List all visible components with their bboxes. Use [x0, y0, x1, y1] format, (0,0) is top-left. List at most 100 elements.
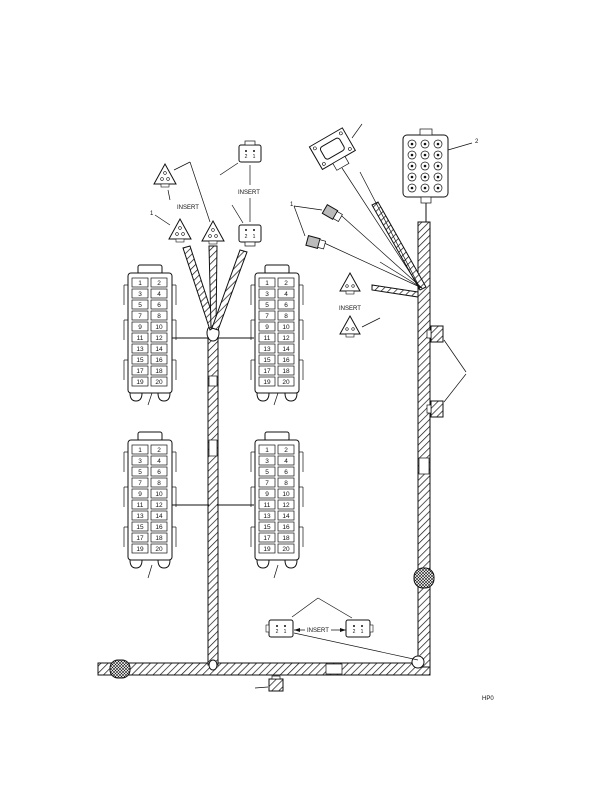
pin-label: 8 [157, 313, 161, 320]
pin-label: 7 [138, 480, 142, 487]
pin-label: 19 [263, 379, 271, 386]
square-connector: 2 1 [238, 224, 262, 247]
triangle-connector [153, 162, 177, 188]
square-connector: 2 1 [265, 619, 294, 638]
pin-label: 18 [155, 368, 163, 375]
pin-label: 5 [138, 302, 142, 309]
pin-label: 9 [138, 324, 142, 331]
pin-label: 13 [136, 513, 144, 520]
insert-label: INSERT [177, 205, 199, 211]
pin-label: 14 [155, 513, 163, 520]
harness-trunks [97, 167, 431, 676]
triangle-connector [339, 314, 361, 338]
pin-label: 2 [157, 280, 161, 287]
pin-label: 13 [136, 346, 144, 353]
insert-label: INSERT [307, 628, 329, 634]
pin-label: 15 [263, 524, 271, 531]
round-pin-connector [402, 128, 449, 204]
pin-label: 11 [264, 335, 271, 342]
pin-label: 11 [137, 335, 144, 342]
triangle-connectors-left: INSERT 1 [150, 161, 225, 245]
pin-label: 16 [155, 357, 163, 364]
square-connector: 2 1 [238, 140, 262, 163]
pin-label: 17 [263, 368, 271, 375]
pin-label: 4 [157, 291, 161, 298]
pin-label: 1 [265, 280, 269, 287]
pin-label: 11 [264, 502, 271, 509]
pin-label: 9 [138, 491, 142, 498]
pin-label: 3 [265, 291, 269, 298]
pin-label: 15 [136, 357, 144, 364]
pin-label: 20 [155, 546, 163, 553]
svg-text:1: 1 [253, 154, 256, 160]
pin-label: 15 [136, 524, 144, 531]
pin-label: 10 [155, 491, 163, 498]
pin-label: 20 [155, 379, 163, 386]
pin-label: 5 [265, 302, 269, 309]
pin-label: 2 [284, 447, 288, 454]
pin-label: 20 [282, 546, 290, 553]
callout-1-left: 1 [150, 211, 154, 217]
pin-label: 13 [263, 346, 271, 353]
pin-label: 12 [282, 502, 290, 509]
pin-label: 2 [157, 447, 161, 454]
pin-label: 7 [265, 313, 269, 320]
pin-label: 1 [138, 447, 142, 454]
pin-label: 6 [284, 302, 288, 309]
callout-1-right: 1 [290, 202, 294, 208]
pin-label: 15 [263, 357, 271, 364]
pin-label: 12 [155, 502, 163, 509]
pin-label: 18 [282, 368, 290, 375]
pin-label: 4 [284, 458, 288, 465]
svg-text:2: 2 [245, 234, 248, 240]
triangle-connector [168, 217, 192, 243]
pin-label: 9 [265, 491, 269, 498]
pin-label: 18 [155, 535, 163, 542]
svg-text:1: 1 [253, 234, 256, 240]
svg-text:1: 1 [361, 629, 364, 635]
pin-label: 16 [155, 524, 163, 531]
pin-label: 19 [263, 546, 271, 553]
plug-connector [321, 203, 343, 222]
pin-label: 8 [157, 480, 161, 487]
svg-text:2: 2 [353, 629, 356, 635]
pin-label: 16 [282, 357, 290, 364]
pin-label: 7 [138, 313, 142, 320]
bottom-plug [268, 675, 284, 692]
square-connectors-top: 2 1 INSERT 2 1 [219, 140, 262, 247]
pin-label: 10 [282, 491, 290, 498]
pin-label: 3 [265, 458, 269, 465]
pin-label: 17 [136, 368, 144, 375]
pin-label: 10 [155, 324, 163, 331]
pin-label: 1 [138, 280, 142, 287]
bottom-trunk [97, 662, 431, 676]
grommet [426, 400, 444, 418]
pin-label: 7 [265, 480, 269, 487]
pin-label: 20 [282, 379, 290, 386]
svg-text:2: 2 [245, 154, 248, 160]
pin-label: 9 [265, 324, 269, 331]
pin-label: 6 [157, 302, 161, 309]
pin-label: 8 [284, 480, 288, 487]
pin-label: 6 [284, 469, 288, 476]
pin-label: 3 [138, 291, 142, 298]
insert-label: INSERT [238, 190, 260, 196]
callout-2: 2 [475, 139, 479, 145]
pin-label: 4 [157, 458, 161, 465]
pin-label: 14 [282, 346, 290, 353]
pin-label: 17 [136, 535, 144, 542]
right-grommets [413, 325, 467, 589]
flange-connector [308, 127, 357, 171]
svg-text:2: 2 [276, 629, 279, 635]
pin-label: 1 [265, 447, 269, 454]
pin-label: 17 [263, 535, 271, 542]
insert-label: INSERT [339, 306, 361, 312]
svg-text:1: 1 [284, 629, 287, 635]
triangle-connector [339, 271, 361, 295]
pin-label: 13 [263, 513, 271, 520]
pin-label: 3 [138, 458, 142, 465]
pin-label: 10 [282, 324, 290, 331]
